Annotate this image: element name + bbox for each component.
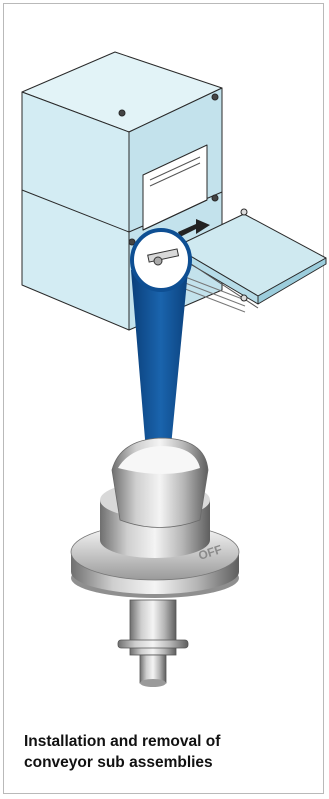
conveyor-cabinet-illustration — [22, 52, 222, 330]
figure-illustration: OFF — [0, 0, 329, 700]
caption-line-1: Installation and removal of — [24, 731, 314, 752]
caption-line-2: conveyor sub assemblies — [24, 752, 314, 773]
locking-knob-illustration: OFF — [71, 438, 239, 687]
figure-caption: Installation and removal of conveyor sub… — [24, 731, 314, 773]
